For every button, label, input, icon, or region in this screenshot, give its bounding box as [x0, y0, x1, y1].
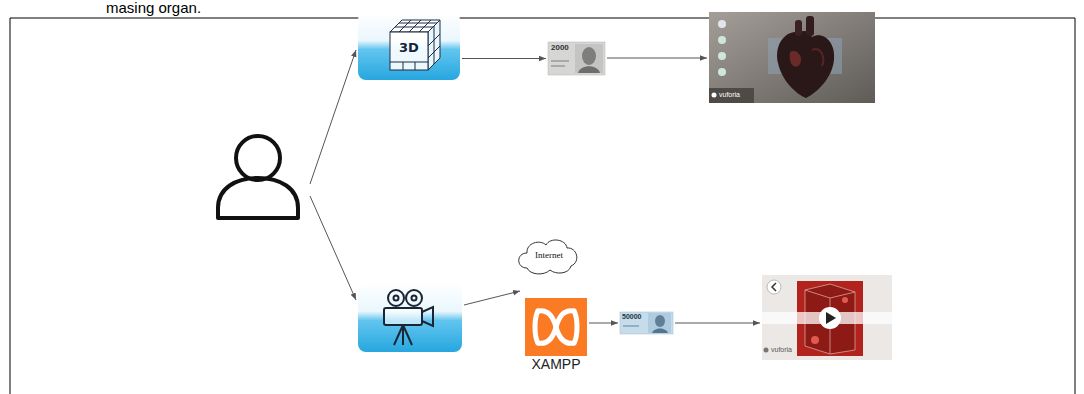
frame-border	[10, 18, 1075, 394]
denomination: 2000	[551, 44, 569, 53]
watermark-box: vuforia	[771, 346, 792, 354]
3d-icon-tile: 3D	[358, 12, 460, 80]
3d-model-tile	[358, 12, 460, 80]
banknote-image	[548, 42, 605, 75]
cloud-node: Internet	[518, 238, 580, 274]
denomination: 50000	[622, 313, 641, 321]
logo-caption: XAMPP	[531, 357, 580, 372]
xampp-node: XAMPP	[525, 298, 587, 374]
watermark: vuforia	[719, 91, 740, 99]
internet-cloud	[519, 240, 577, 274]
flow-arrow	[589, 323, 618, 324]
flow-arrow	[462, 58, 546, 59]
icon-label: 3D	[399, 41, 419, 55]
cloud-label: Internet	[535, 251, 563, 261]
cut-off-text-box: masing organ.	[106, 0, 201, 17]
xampp-logo	[525, 298, 587, 356]
banknote: 2000	[548, 42, 605, 75]
watermark-box: vuforia	[719, 91, 740, 99]
ar-video-screenshot	[762, 275, 892, 360]
video-tile	[358, 282, 462, 352]
banknote-image	[620, 312, 673, 334]
ar-heart-screenshot	[709, 12, 875, 103]
cut-off-text: masing organ.	[106, 0, 201, 17]
user-icon	[218, 136, 298, 218]
banknote: 50000	[620, 312, 673, 334]
watermark: vuforia	[771, 346, 792, 354]
